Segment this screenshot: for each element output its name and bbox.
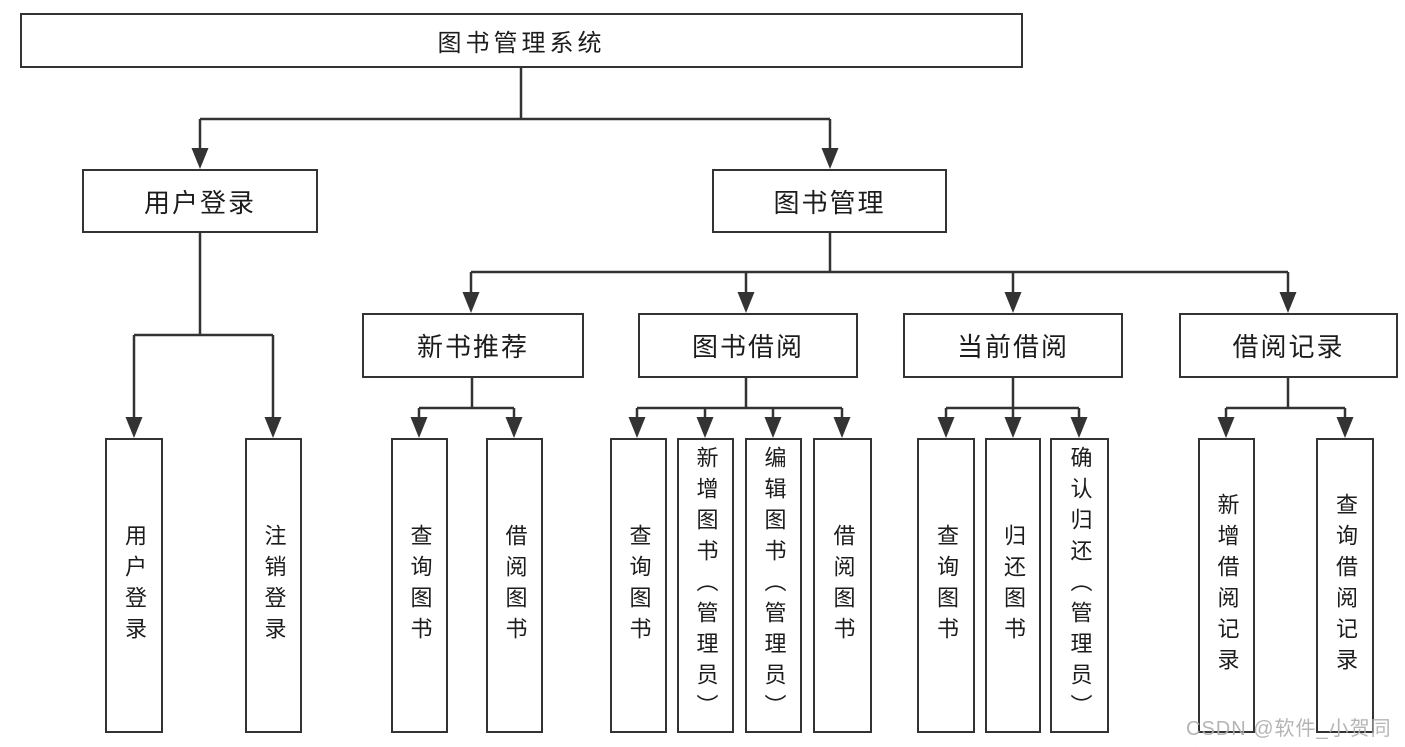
arrow-down-icon	[833, 417, 851, 438]
arrow-down-icon	[191, 148, 209, 169]
leaf-borrow-books-2: 借阅图书	[813, 438, 872, 733]
arrow-down-icon	[1004, 417, 1022, 438]
arrowheads-group	[125, 148, 1354, 438]
connector-path	[132, 67, 1347, 417]
arrow-down-icon	[628, 417, 646, 438]
leaf-edit-book-admin: 编辑图书（管理员）	[745, 438, 802, 733]
arrow-down-icon	[1217, 417, 1235, 438]
arrow-down-icon	[821, 148, 839, 169]
leaf-return-books: 归还图书	[985, 438, 1041, 733]
leaf-query-books-2: 查询图书	[610, 438, 667, 733]
node-user-login: 用户登录	[82, 169, 318, 233]
arrow-down-icon	[505, 417, 523, 438]
node-library-system: 图书管理系统	[20, 13, 1023, 68]
node-current-borrowing: 当前借阅	[903, 313, 1123, 378]
arrow-down-icon	[1004, 292, 1022, 313]
leaf-query-books-1: 查询图书	[391, 438, 448, 733]
arrow-down-icon	[1279, 292, 1297, 313]
arrow-down-icon	[764, 417, 782, 438]
arrow-down-icon	[737, 292, 755, 313]
arrow-down-icon	[125, 417, 143, 438]
leaf-user-login: 用户登录	[105, 438, 163, 733]
node-book-management: 图书管理	[712, 169, 947, 233]
leaf-query-books-3: 查询图书	[917, 438, 975, 733]
leaf-query-borrow-record: 查询借阅记录	[1316, 438, 1374, 733]
arrow-down-icon	[937, 417, 955, 438]
leaf-add-borrow-record: 新增借阅记录	[1198, 438, 1255, 733]
node-borrow-records: 借阅记录	[1179, 313, 1398, 378]
arrow-down-icon	[1336, 417, 1354, 438]
leaf-logout: 注销登录	[245, 438, 302, 733]
leaf-confirm-return-admin: 确认归还（管理员）	[1050, 438, 1109, 733]
arrow-down-icon	[1070, 417, 1088, 438]
arrow-down-icon	[696, 417, 714, 438]
leaf-borrow-books-1: 借阅图书	[486, 438, 543, 733]
arrow-down-icon	[462, 292, 480, 313]
arrow-down-icon	[410, 417, 428, 438]
watermark: CSDN @软件_小贺同学	[1186, 718, 1392, 740]
node-book-borrowing: 图书借阅	[638, 313, 858, 378]
node-new-book-recommend: 新书推荐	[362, 313, 584, 378]
arrow-down-icon	[264, 417, 282, 438]
leaf-add-book-admin: 新增图书（管理员）	[677, 438, 734, 733]
